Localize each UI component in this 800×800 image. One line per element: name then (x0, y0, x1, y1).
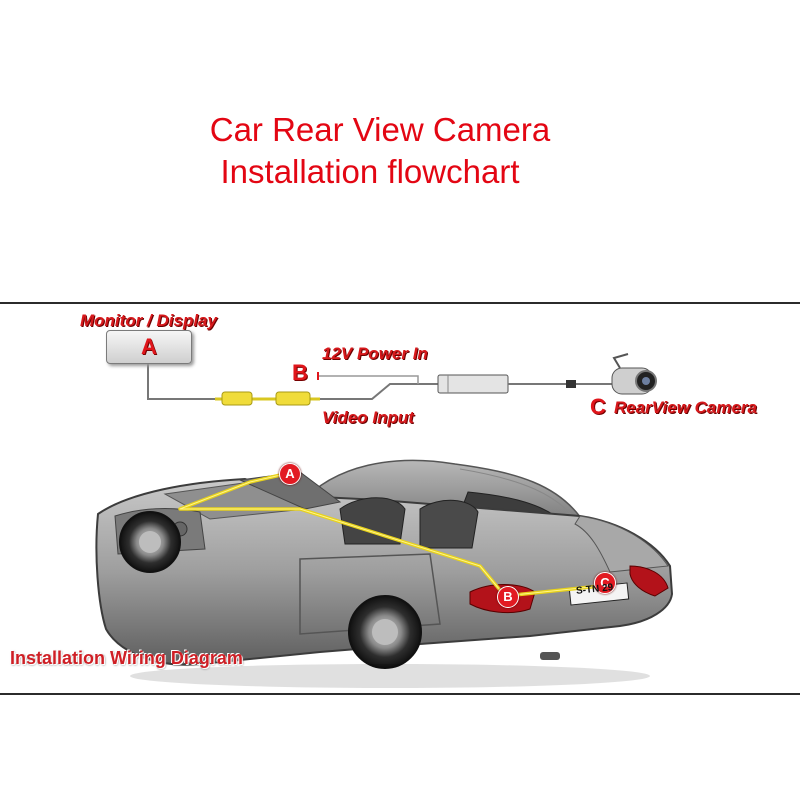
car-illustration (95, 459, 674, 688)
page-title-line-1: Car Rear View Camera (209, 111, 551, 148)
car-marker-a: A (279, 463, 301, 485)
schematic-wiring (147, 353, 657, 406)
car-marker-c: C (594, 572, 616, 594)
wiring-diagram-frame: A B C S-TN 29 (0, 302, 800, 695)
wiring-diagram-graphic (95, 353, 674, 688)
monitor-display-box: A (106, 330, 192, 364)
monitor-label: Monitor / Display (80, 311, 217, 330)
power-label: 12V Power In (322, 344, 428, 363)
power-letter: B (292, 360, 308, 385)
monitor-letter: A (141, 334, 157, 359)
car-marker-b: B (497, 586, 519, 608)
camera-label: RearView Camera (614, 398, 758, 417)
page-title-line-2: Installation flowchart (220, 153, 520, 190)
camera-icon (611, 353, 657, 395)
camera-letter: C (590, 394, 606, 419)
diagram-bottom-title: Installation Wiring Diagram (10, 648, 243, 668)
video-input-label: Video Input (322, 408, 414, 427)
